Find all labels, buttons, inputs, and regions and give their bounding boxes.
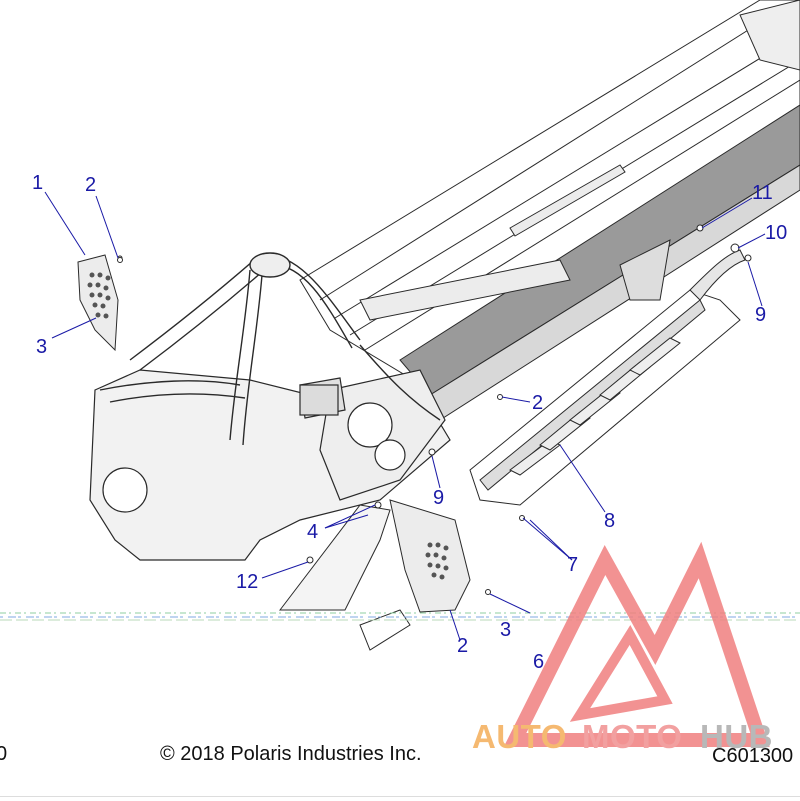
callout-2: 2 bbox=[85, 174, 97, 196]
front-frame bbox=[89, 369, 451, 561]
callout-7: 7 bbox=[567, 554, 579, 576]
callout-3: 3 bbox=[36, 336, 48, 358]
running-board bbox=[469, 249, 746, 506]
callout-1: 1 bbox=[32, 172, 44, 194]
side-panel-lower bbox=[389, 499, 471, 613]
mesh-holes-left bbox=[87, 272, 111, 319]
steering-hoop bbox=[99, 252, 441, 446]
callout-3: 3 bbox=[500, 619, 512, 641]
callout-6: 6 bbox=[533, 651, 545, 673]
callout-9: 9 bbox=[755, 304, 767, 326]
automotohub-logo bbox=[503, 541, 770, 747]
logo-word-hub: HUB bbox=[700, 718, 773, 755]
logo-word-auto: AUTO bbox=[472, 718, 567, 755]
callout-8: 8 bbox=[604, 510, 616, 532]
side-panel-left bbox=[77, 254, 123, 352]
callout-9: 9 bbox=[433, 487, 445, 509]
callout-2: 2 bbox=[457, 635, 469, 657]
fasteners bbox=[117, 224, 752, 595]
leader-lines bbox=[44, 191, 766, 641]
callout-11: 11 bbox=[752, 182, 773, 204]
diagram-code: C601300 bbox=[712, 745, 794, 767]
logo-triangle bbox=[503, 541, 770, 747]
callout-12: 12 bbox=[236, 571, 259, 593]
tunnel-assembly bbox=[299, 0, 800, 421]
footer-left-fragment: 0 bbox=[0, 743, 8, 765]
logo-word-moto: MOTO bbox=[582, 718, 683, 755]
bottom-border bbox=[0, 796, 800, 801]
callout-4: 4 bbox=[307, 521, 319, 543]
callout-2: 2 bbox=[532, 392, 544, 414]
copyright-text: © 2018 Polaris Industries Inc. bbox=[160, 743, 422, 765]
callout-10: 10 bbox=[765, 222, 788, 244]
front-panel bbox=[278, 504, 411, 651]
